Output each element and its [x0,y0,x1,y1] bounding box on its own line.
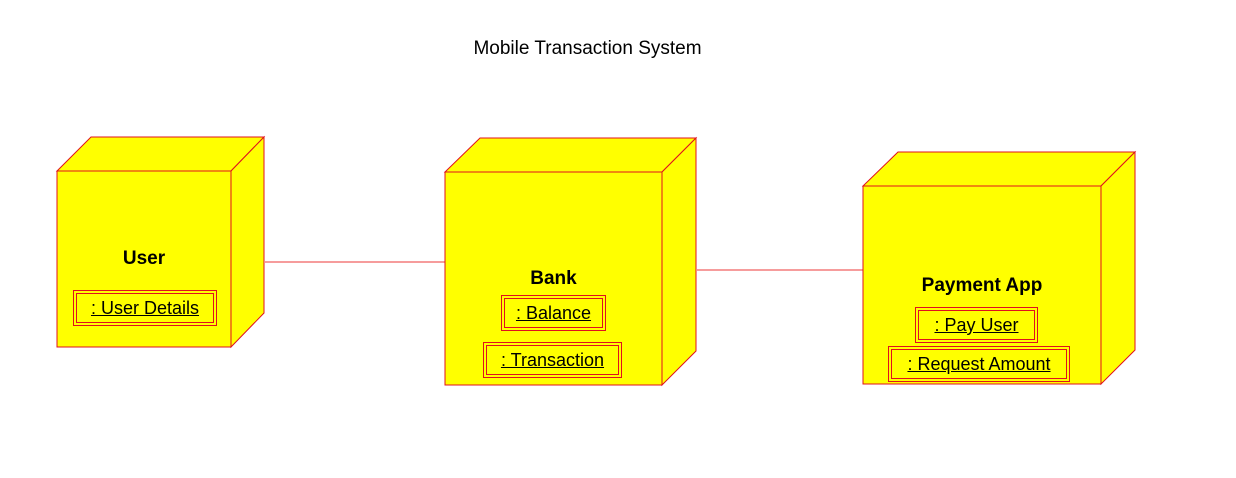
component-request-amount[interactable]: : Request Amount [888,346,1070,382]
node-payment-app-side-face [1100,150,1136,386]
node-payment-app-name: Payment App [921,275,1043,296]
node-payment-app-top-face [861,151,1137,187]
component-pay-user[interactable]: : Pay User [915,307,1038,343]
component-transaction[interactable]: : Transaction [483,342,622,378]
node-user-name: User [122,248,166,269]
node-bank-top-face [443,137,698,173]
node-bank-front-face [444,171,663,386]
component-user-details[interactable]: : User Details [73,290,217,326]
node-user-front-face [56,170,232,348]
node-bank-side-face [661,136,697,387]
component-balance[interactable]: : Balance [501,295,606,331]
node-payment-app-front-face [862,185,1102,385]
node-bank-name: Bank [530,268,577,289]
node-bank[interactable] [443,136,698,387]
node-user[interactable] [55,135,266,349]
node-user-side-face [230,135,265,349]
node-user-top-face [55,136,266,172]
node-payment-app[interactable] [861,150,1137,386]
diagram-title: Mobile Transaction System [473,38,702,59]
